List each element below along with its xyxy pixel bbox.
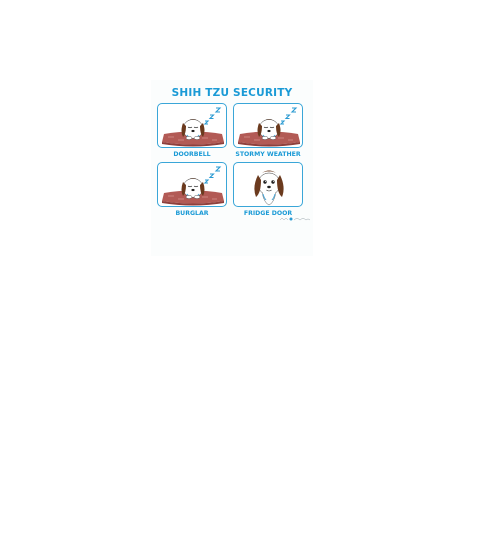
sleeping-dog-on-bed-illustration xyxy=(162,107,224,147)
shih-tzu-dog-icon xyxy=(257,119,281,140)
panel-caption-stormy-weather: STORMY WEATHER xyxy=(235,151,301,158)
awake-dog-illustration xyxy=(254,170,284,206)
sleeping-z-icon xyxy=(203,107,222,125)
shih-tzu-dog-icon xyxy=(181,119,205,140)
poster-title: SHIH TZU SECURITY xyxy=(171,87,293,99)
panel-caption-burglar: BURGLAR xyxy=(175,210,209,217)
panel-fridge-door xyxy=(233,162,303,207)
panel-caption-fridge-door: FRIDGE DOOR xyxy=(243,210,293,217)
sleeping-dog-on-bed-illustration xyxy=(162,166,224,206)
panel-doorbell xyxy=(157,103,227,148)
panel-burglar xyxy=(157,162,227,207)
panel-caption-doorbell: DOORBELL xyxy=(173,151,211,158)
sleeping-z-icon xyxy=(279,107,298,125)
sleeping-dog-on-bed-illustration xyxy=(238,107,300,147)
shih-tzu-security-poster: SHIH TZU SECURITY xyxy=(151,80,313,256)
panel-stormy-weather xyxy=(233,103,303,148)
artist-signature-icon xyxy=(279,217,311,221)
sleeping-z-icon xyxy=(203,166,222,184)
shih-tzu-dog-icon xyxy=(254,170,284,206)
shih-tzu-dog-icon xyxy=(181,178,205,199)
